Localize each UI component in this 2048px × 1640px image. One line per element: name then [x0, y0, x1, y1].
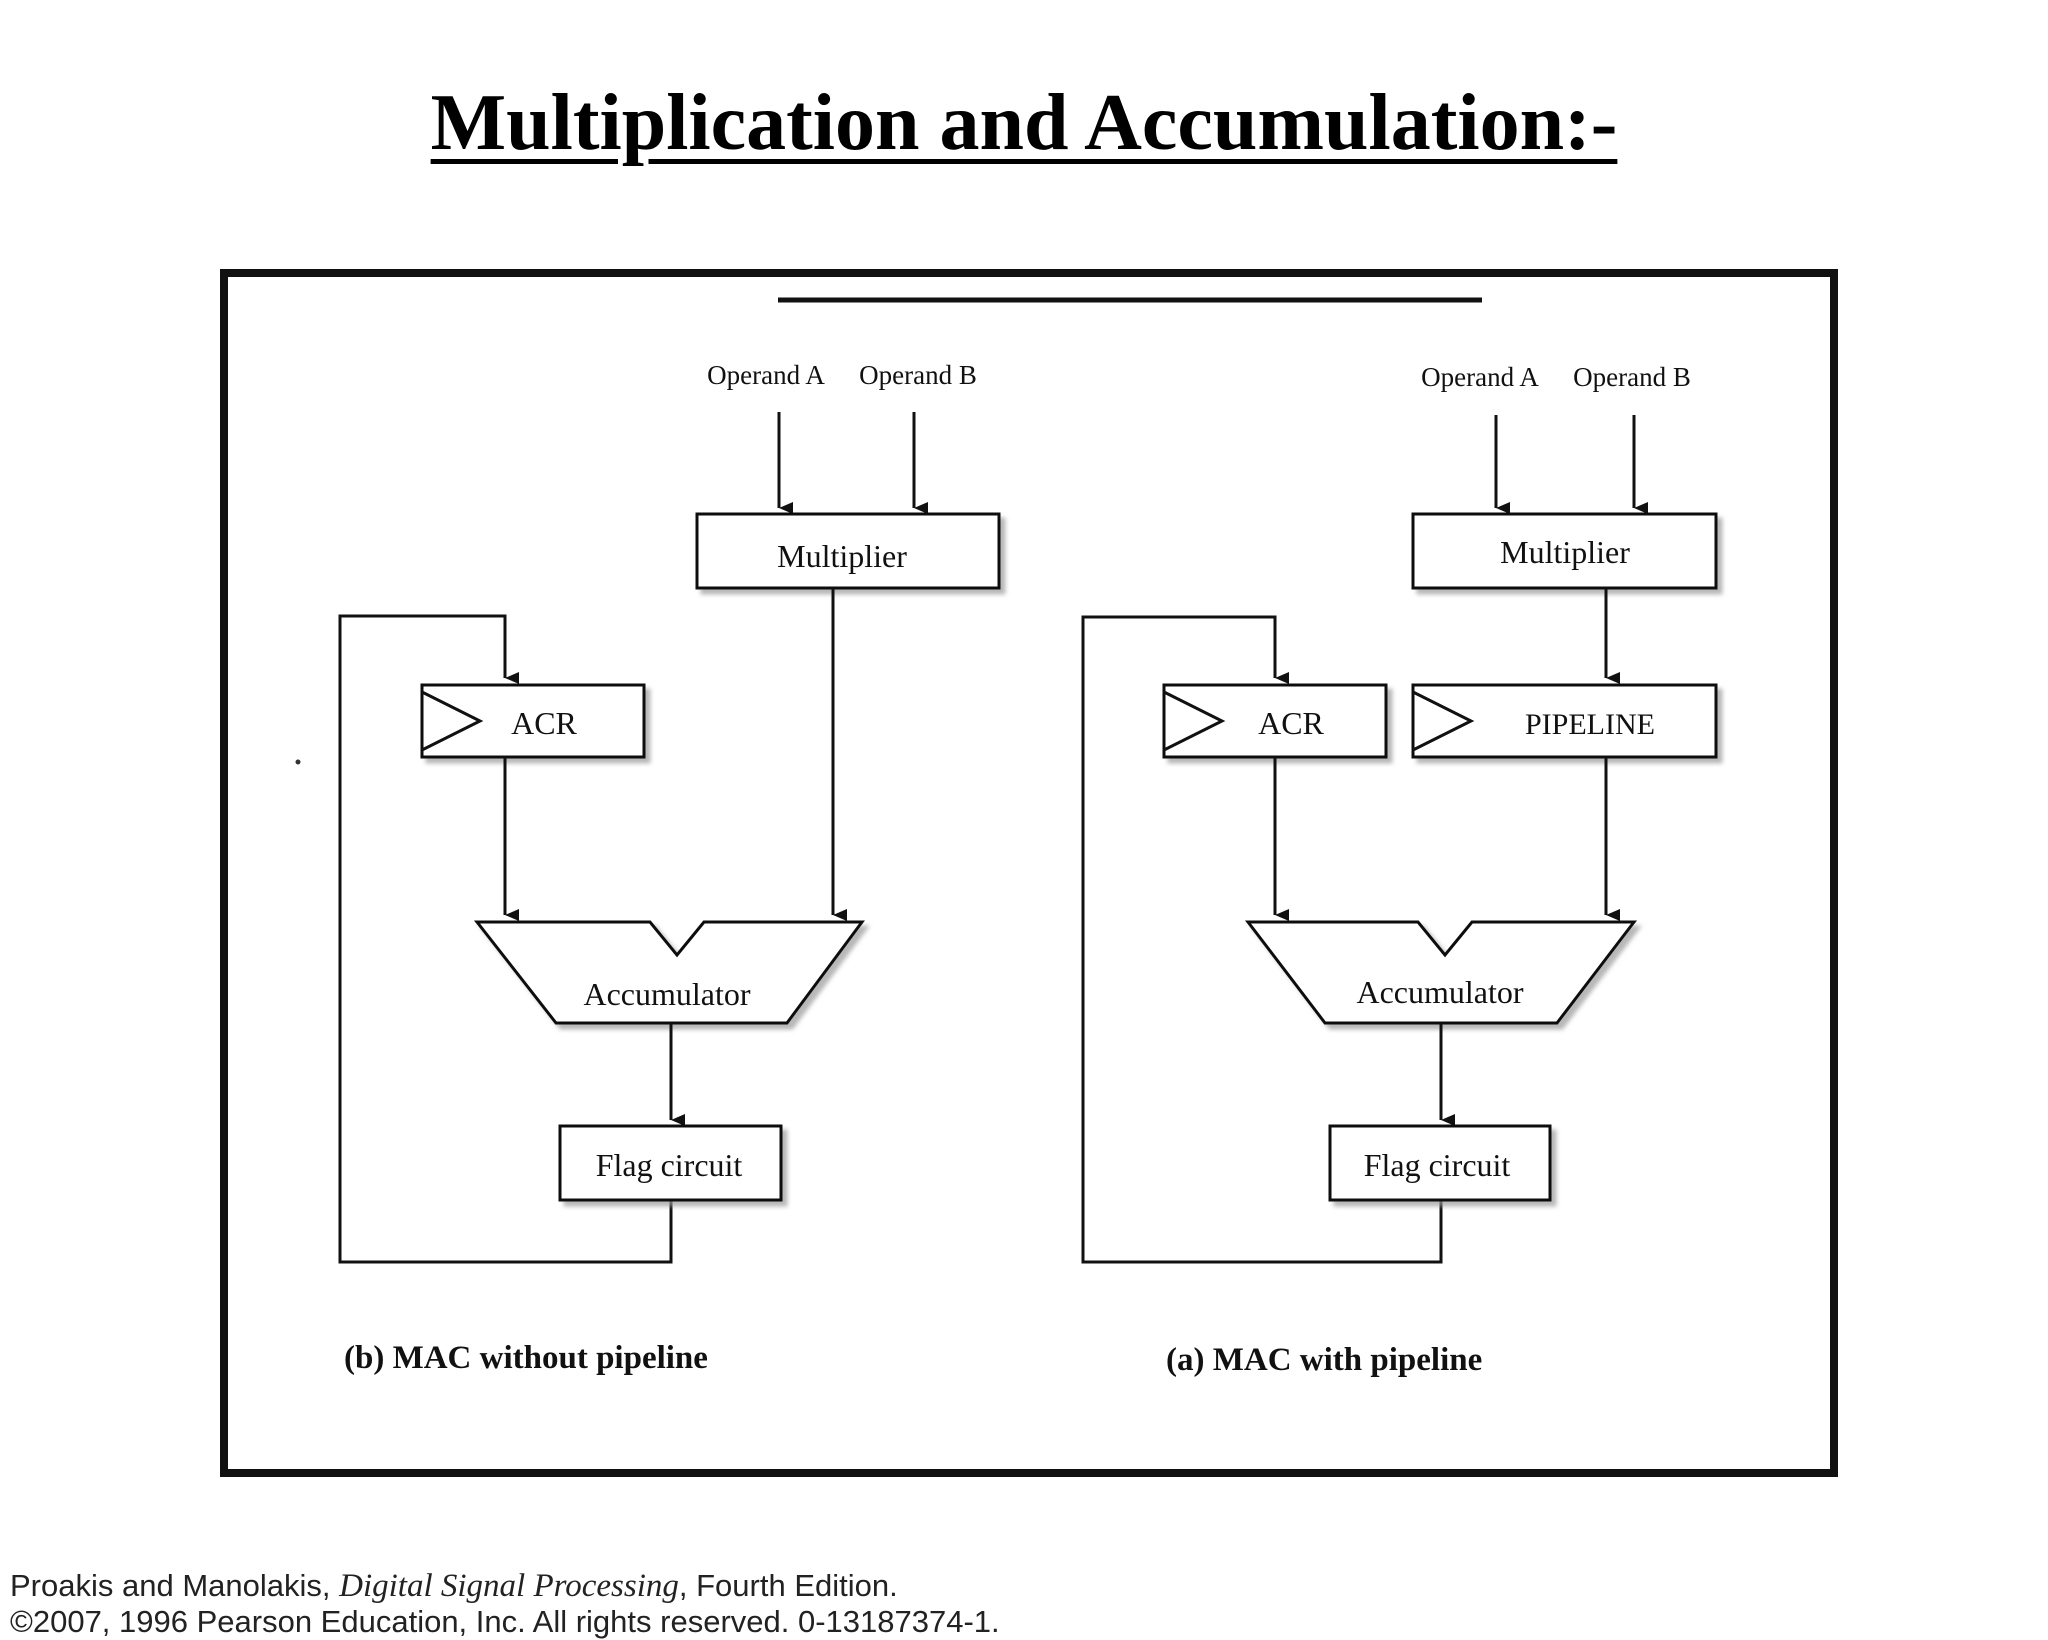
acr-label: ACR	[1258, 705, 1324, 741]
feedback-loop-wire	[338, 614, 673, 1264]
diagram-caption: (a) MAC with pipeline	[1166, 1342, 1482, 1378]
multiplier-box	[695, 512, 1001, 590]
multiplier-label: Multiplier	[1500, 534, 1630, 570]
multiplier-box	[1411, 512, 1718, 590]
stray-dot	[295, 759, 301, 765]
flag-circuit-label: Flag circuit	[596, 1147, 743, 1183]
pipeline-clock-icon	[1412, 690, 1475, 752]
mac-without-pipeline-diagram	[338, 412, 1001, 1264]
citation-line-1: Proakis and Manolakis, Digital Signal Pr…	[10, 1568, 1000, 1604]
acr-clock-icon	[1163, 690, 1226, 752]
accumulator-shape	[473, 920, 865, 1025]
pipeline-label: PIPELINE	[1525, 708, 1655, 741]
operand-b-label: Operand B	[1573, 362, 1691, 392]
mac-with-pipeline-diagram	[1081, 415, 1718, 1264]
mac-without-pipeline-labels: Operand A Operand B Multiplier ACR Accum…	[344, 360, 977, 1376]
mac-diagram-figure: Operand A Operand B Multiplier ACR Accum…	[220, 269, 1838, 1477]
acr-label: ACR	[511, 705, 577, 741]
accumulator-label: Accumulator	[1356, 974, 1523, 1010]
citation-authors: Proakis and Manolakis,	[10, 1568, 331, 1603]
acr-register-box	[1162, 683, 1388, 759]
multiplier-label: Multiplier	[777, 538, 907, 574]
operand-a-label: Operand A	[1421, 362, 1539, 392]
citation-copyright: ©2007, 1996 Pearson Education, Inc. All …	[10, 1604, 1000, 1639]
accumulator-label: Accumulator	[583, 976, 750, 1012]
operand-a-label: Operand A	[707, 360, 825, 390]
citation-footer: Proakis and Manolakis, Digital Signal Pr…	[10, 1568, 1000, 1640]
figure-frame	[220, 269, 1838, 1477]
accumulator-shape	[1244, 920, 1638, 1025]
operand-b-label: Operand B	[859, 360, 977, 390]
citation-edition: , Fourth Edition.	[678, 1568, 898, 1603]
flag-circuit-label: Flag circuit	[1364, 1147, 1511, 1183]
diagram-caption: (b) MAC without pipeline	[344, 1340, 708, 1376]
acr-clock-icon	[421, 690, 484, 752]
page-title: Multiplication and Accumulation:-	[430, 79, 1618, 167]
flag-circuit-box	[1328, 1124, 1552, 1202]
acr-register-box	[420, 683, 646, 759]
citation-book-title: Digital Signal Processing	[339, 1568, 679, 1604]
feedback-loop-wire	[1081, 615, 1443, 1264]
pipeline-register-box	[1411, 683, 1718, 759]
flag-circuit-box	[558, 1124, 783, 1202]
mac-with-pipeline-labels: Operand A Operand B Multiplier ACR PIPEL…	[1166, 362, 1691, 1378]
